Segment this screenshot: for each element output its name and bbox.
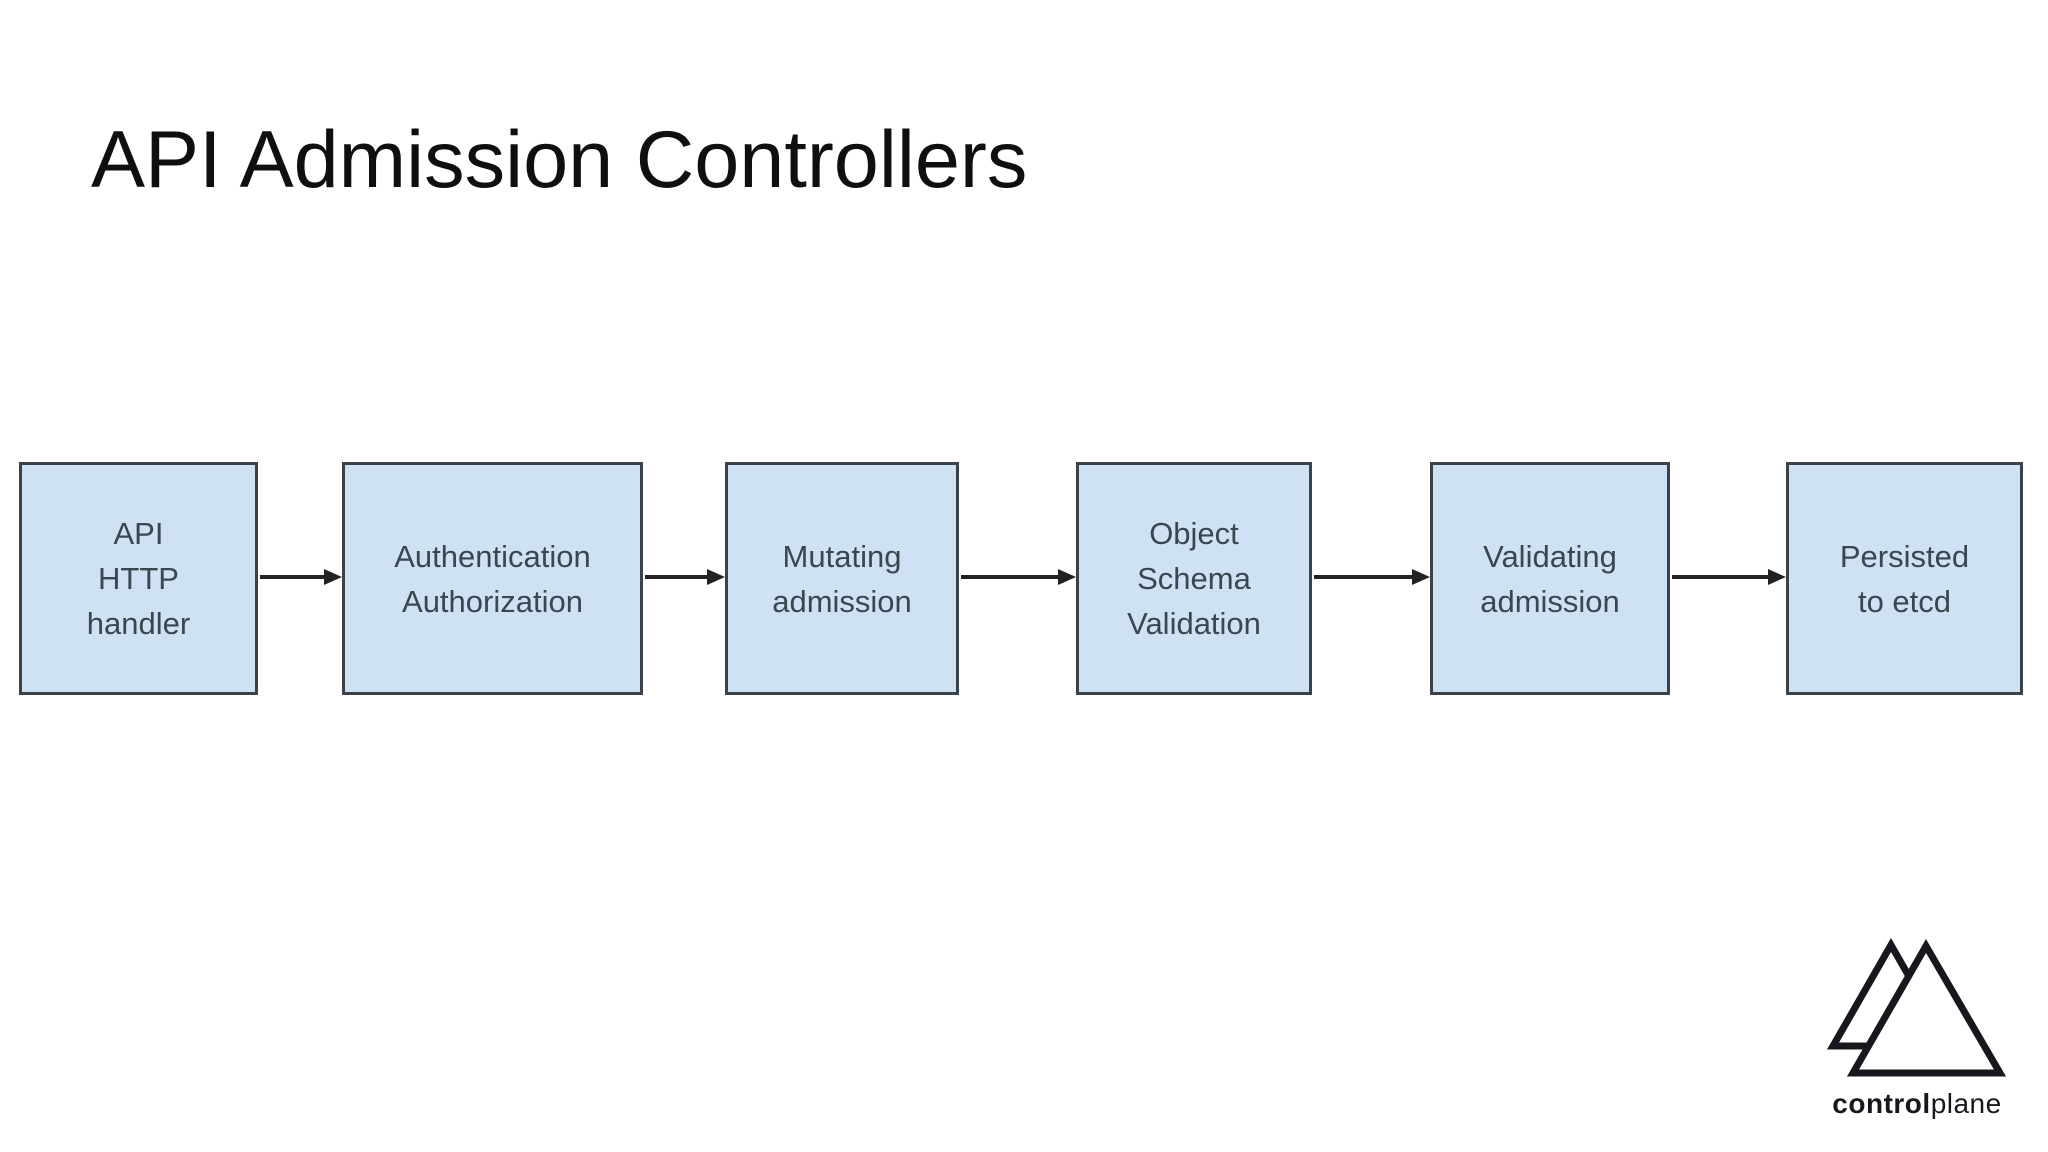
arrow-head-icon — [1768, 569, 1786, 585]
slide-title: API Admission Controllers — [91, 115, 1028, 205]
controlplane-wordmark-bold: control — [1832, 1088, 1931, 1119]
flow-box-label: Validating admission — [1480, 534, 1620, 624]
flow-box-label-line: admission — [772, 583, 912, 619]
flow-box-label-line: Mutating — [782, 538, 902, 574]
controlplane-mountains-icon — [1826, 937, 2007, 1077]
arrow-line — [961, 575, 1063, 579]
arrow-line — [645, 575, 712, 579]
arrow-head-icon — [1412, 569, 1430, 585]
controlplane-wordmark: controlplane — [1812, 1088, 2022, 1120]
flow-box-label-line: Validating — [1483, 538, 1617, 574]
flow-box-validating-admission: Validating admission — [1430, 462, 1670, 695]
flow-box-label: Persisted to etcd — [1840, 534, 1969, 624]
flow-box-mutating-admission: Mutating admission — [725, 462, 959, 695]
flow-box-label-line: Validation — [1127, 606, 1261, 641]
arrow-line — [1314, 575, 1417, 579]
flow-arrow — [961, 569, 1076, 585]
arrow-head-icon — [324, 569, 342, 585]
flow-box-label-line: Authorization — [402, 583, 583, 619]
flow-box-label-line: Schema — [1137, 561, 1251, 596]
flow-box-label: API HTTP handler — [87, 511, 190, 646]
flow-arrow — [260, 569, 342, 585]
flow-box-label-line: to etcd — [1857, 583, 1952, 619]
controlplane-wordmark-light: plane — [1930, 1088, 2002, 1119]
flow-box-label-line: Object — [1149, 516, 1239, 551]
flow-box-persisted-to-etcd: Persisted to etcd — [1786, 462, 2023, 695]
flow-box-label-line: API — [113, 516, 164, 551]
arrow-line — [1672, 575, 1773, 579]
flow-box-label: Mutating admission — [772, 534, 912, 624]
flow-box-label-line: Persisted — [1839, 538, 1970, 574]
arrow-head-icon — [707, 569, 725, 585]
flow-arrow — [645, 569, 725, 585]
flow-box-label-line: HTTP — [98, 561, 179, 596]
flow-box-label-line: handler — [86, 606, 191, 641]
flow-arrow — [1314, 569, 1430, 585]
arrow-line — [260, 575, 329, 579]
flow-box-api-http-handler: API HTTP handler — [19, 462, 258, 695]
arrow-head-icon — [1058, 569, 1076, 585]
flow-box-label-line: admission — [1480, 583, 1620, 619]
controlplane-logo: controlplane — [1812, 934, 2022, 1120]
flow-box-label-line: Authentication — [394, 538, 591, 574]
flow-arrow — [1672, 569, 1786, 585]
